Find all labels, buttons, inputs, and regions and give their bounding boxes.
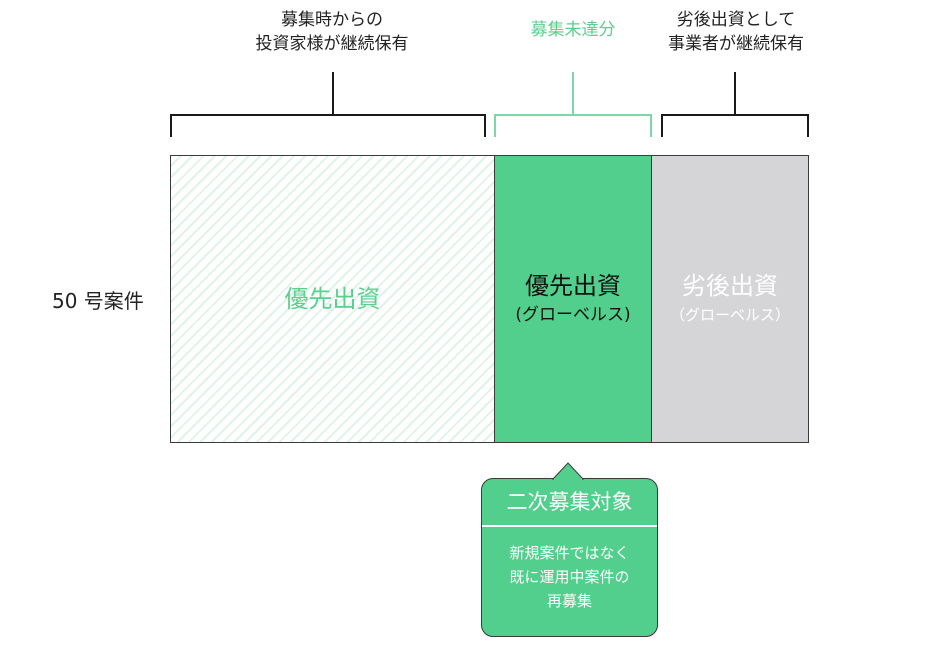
label-operator-line1: 劣後出資として [676, 10, 796, 30]
row-label: 50 号案件 [52, 289, 144, 313]
segment-priority-global-title: 優先出資 [525, 272, 621, 300]
label-unfilled: 募集未達分 [494, 18, 652, 42]
segment-priority-global: 優先出資 (グローベルス) [494, 155, 652, 443]
segment-subordinate: 劣後出資 （グローベルス） [651, 155, 809, 443]
segment-priority-existing: 優先出資 [170, 155, 495, 443]
callout-divider [482, 525, 657, 527]
callout-body-line1: 新規案件ではなく [509, 544, 630, 562]
label-unfilled-line1: 募集未達分 [530, 20, 616, 40]
label-operator: 劣後出資として 事業者が継続保有 [651, 8, 821, 56]
callout-title: 二次募集対象 [506, 490, 633, 514]
segment-subordinate-subtitle: （グローベルス） [669, 306, 790, 324]
segment-subordinate-title: 劣後出資 [682, 272, 778, 300]
label-investors: 募集時からの 投資家様が継続保有 [232, 8, 432, 56]
callout-body-line2: 既に運用中案件の [509, 568, 630, 586]
segment-priority-existing-title: 優先出資 [284, 285, 381, 313]
callout-body-line3: 再募集 [546, 592, 592, 610]
callout-pointer [551, 462, 585, 482]
segment-priority-global-subtitle: (グローベルス) [515, 305, 631, 325]
label-investors-line1: 募集時からの [281, 10, 383, 30]
label-investors-line2: 投資家様が継続保有 [255, 34, 409, 54]
callout-box: 二次募集対象 新規案件ではなく 既に運用中案件の 再募集 [481, 478, 658, 637]
callout-body: 新規案件ではなく 既に運用中案件の 再募集 [482, 541, 657, 613]
label-operator-line2: 事業者が継続保有 [668, 34, 804, 54]
